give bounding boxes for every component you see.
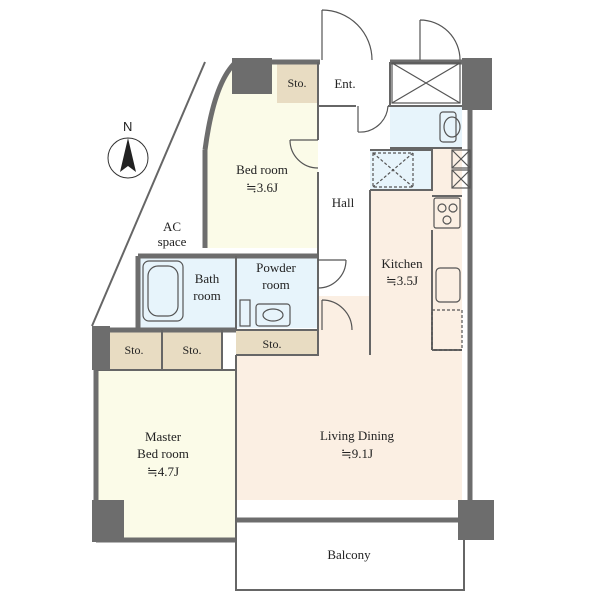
- wall-balcony: [235, 520, 465, 591]
- bedroom-door[interactable]: [289, 139, 319, 169]
- storage-living-label: Sto.: [262, 337, 281, 351]
- pillar-top-left: [232, 58, 272, 94]
- bath-floor: [138, 256, 236, 328]
- wall-storage-row: [236, 329, 319, 356]
- living-label: Living Dining: [320, 428, 395, 443]
- master-label-2: Bed room: [137, 446, 189, 461]
- room-labels: Sto. Ent. Bed room ≒3.6J Hall AC space K…: [124, 76, 423, 562]
- compass-arrow-icon: [120, 138, 136, 172]
- kitchen-label: Kitchen: [381, 256, 423, 271]
- kitchen-cabinet: [431, 309, 463, 351]
- toilet-door[interactable]: [357, 105, 389, 133]
- storage-living-fill: [236, 331, 318, 355]
- storage-entrance-fill: [277, 63, 317, 103]
- kitchen-sink-icon: [435, 267, 461, 303]
- living-kitchen-floor: [236, 148, 462, 500]
- stove-icon: [433, 197, 461, 229]
- fridge-icon: [372, 152, 414, 188]
- wall-bedroom-curve: [202, 60, 238, 151]
- storage-entrance-label: Sto.: [287, 76, 306, 90]
- wall-fridge: [370, 149, 433, 191]
- bedroom-floor: [205, 62, 318, 248]
- doors: [289, 9, 461, 331]
- pillar-mid-left: [92, 326, 110, 370]
- bathtub-icon: [142, 260, 184, 322]
- balcony-label: Balcony: [327, 547, 371, 562]
- bath-label-1: Bath: [195, 271, 220, 286]
- storage-master-2-fill: [163, 331, 223, 369]
- pillar-bottom-left: [92, 500, 124, 542]
- compass-label: N: [123, 119, 132, 134]
- bedroom-label: Bed room: [236, 162, 288, 177]
- powder-door[interactable]: [317, 259, 347, 289]
- washing-machine: [239, 299, 251, 327]
- ac-space-label-1: AC: [163, 219, 181, 234]
- kitchen-size: ≒3.5J: [386, 273, 418, 288]
- entrance-door-left[interactable]: [321, 9, 373, 61]
- powder-label-2: room: [262, 277, 289, 292]
- pillar-top-right: [462, 58, 492, 110]
- utility-box-2: [451, 169, 471, 189]
- fixtures: [142, 62, 471, 351]
- pillars: [92, 58, 494, 542]
- master-size: ≒4.7J: [147, 464, 179, 479]
- fridge-floor: [370, 150, 432, 190]
- storage-master-2-label: Sto.: [182, 343, 201, 357]
- living-door[interactable]: [321, 299, 353, 331]
- bath-label-2: room: [193, 288, 220, 303]
- storage-master-1-fill: [110, 331, 162, 369]
- living-size: ≒9.1J: [341, 446, 373, 461]
- washbasin-icon: [255, 303, 291, 327]
- balcony-floor: [236, 520, 464, 590]
- storage-master-1-label: Sto.: [124, 343, 143, 357]
- compass: N: [107, 119, 149, 179]
- wall-master-storage: [96, 330, 236, 371]
- toilet-floor: [390, 106, 462, 148]
- entrance-floor: [318, 62, 390, 106]
- hall-floor: [318, 106, 370, 296]
- toilet-icon: [439, 111, 457, 143]
- wall-ac-diagonal: [91, 61, 206, 327]
- utility-box-1: [451, 149, 471, 169]
- shoe-cabinet: [391, 62, 461, 104]
- master-label-1: Master: [145, 429, 182, 444]
- bedroom-size: ≒3.6J: [246, 180, 278, 195]
- powder-label-1: Powder: [256, 260, 296, 275]
- entrance-door-right[interactable]: [419, 19, 461, 61]
- room-fills: [96, 62, 464, 590]
- hall-label: Hall: [332, 195, 355, 210]
- ac-space-label-2: space: [158, 234, 187, 249]
- pillar-bottom-right: [458, 500, 494, 540]
- entrance-label: Ent.: [334, 76, 355, 91]
